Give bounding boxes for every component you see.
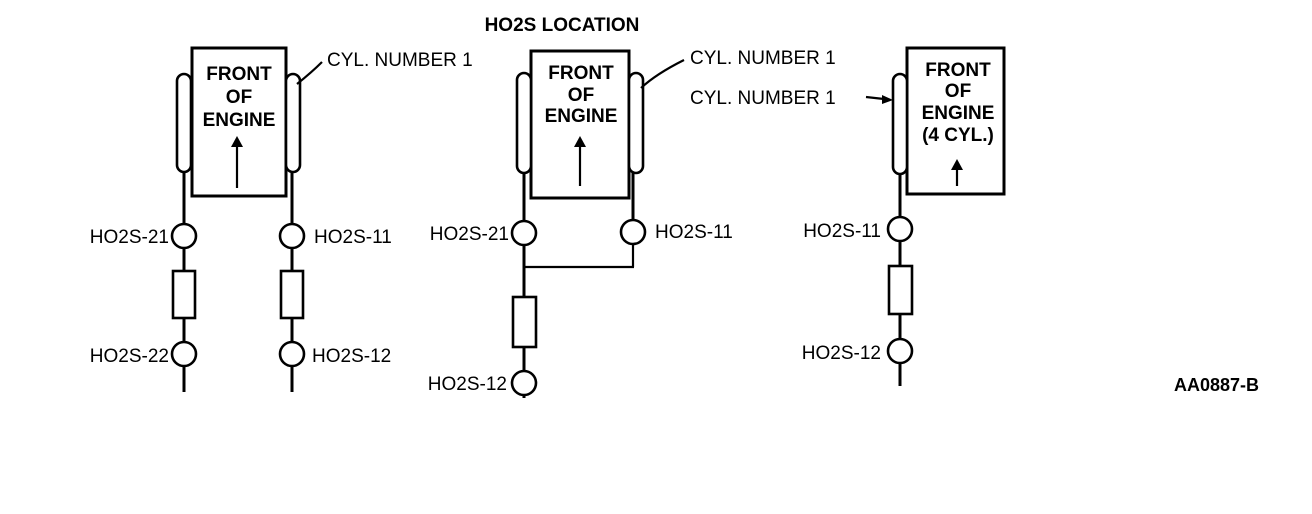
label-ho2s-12: HO2S-12	[802, 343, 881, 364]
sensor-ho2s-11	[619, 218, 647, 246]
engine-label-line-1: FRONT	[925, 60, 991, 81]
front-arrow	[231, 136, 243, 188]
catalytic-converter	[171, 269, 197, 320]
sensor-ho2s-11	[278, 222, 306, 250]
label-ho2s-12: HO2S-12	[428, 374, 507, 395]
diagram-1: FRONT OF ENGINE HO2S-21 HO2S-11 HO2S-22 …	[90, 46, 473, 392]
right-exhaust-manifold	[284, 72, 302, 174]
catalytic-converter	[279, 269, 305, 320]
label-ho2s-22: HO2S-22	[90, 346, 169, 367]
label-ho2s-11: HO2S-11	[803, 221, 881, 242]
sensor-ho2s-12	[886, 337, 914, 365]
diagram-title: HO2S LOCATION	[485, 15, 640, 36]
sensor-ho2s-12	[278, 340, 306, 368]
label-ho2s-12: HO2S-12	[312, 346, 391, 367]
cyl-leader-line	[640, 59, 685, 89]
engine-label-line-3: ENGINE	[203, 110, 276, 131]
engine-label-line-2: OF	[568, 85, 594, 106]
cyl-leader-arrow	[865, 95, 893, 104]
sensor-ho2s-12	[510, 369, 538, 397]
label-cyl-number: CYL. NUMBER 1	[327, 50, 473, 71]
sensor-ho2s-11	[886, 215, 914, 243]
engine-label-line-2: OF	[945, 81, 971, 102]
engine-label-line-1: FRONT	[206, 64, 272, 85]
engine-label-line-4: (4 CYL.)	[922, 125, 994, 146]
diagram-3: FRONT OF ENGINE (4 CYL.) HO2S-11 HO2S-12…	[690, 46, 1006, 386]
sensor-ho2s-22	[170, 340, 198, 368]
label-cyl-number: CYL. NUMBER 1	[690, 88, 836, 109]
front-arrow	[951, 159, 963, 186]
engine-label-line-3: ENGINE	[545, 106, 618, 127]
engine-label-line-3: ENGINE	[922, 103, 995, 124]
catalytic-converter	[511, 295, 538, 349]
label-ho2s-21: HO2S-21	[430, 224, 509, 245]
engine-label-line-1: FRONT	[548, 63, 614, 84]
left-exhaust-manifold	[515, 71, 533, 175]
left-exhaust-manifold	[175, 72, 193, 174]
label-ho2s-21: HO2S-21	[90, 227, 169, 248]
figure-code: AA0887-B	[1174, 375, 1259, 395]
right-exhaust-manifold	[627, 71, 645, 175]
label-ho2s-11: HO2S-11	[655, 222, 733, 243]
sensor-ho2s-21	[510, 219, 538, 247]
cyl-leader-line	[296, 61, 323, 85]
engine-label-line-2: OF	[226, 87, 252, 108]
label-cyl-number: CYL. NUMBER 1	[690, 48, 836, 69]
catalytic-converter	[887, 264, 914, 316]
sensor-ho2s-21	[170, 222, 198, 250]
front-arrow	[574, 136, 586, 186]
exhaust-manifold	[891, 72, 909, 176]
label-ho2s-11: HO2S-11	[314, 227, 392, 248]
diagram-2: FRONT OF ENGINE HO2S-21 HO2S-11 HO2S-12 …	[428, 48, 836, 398]
